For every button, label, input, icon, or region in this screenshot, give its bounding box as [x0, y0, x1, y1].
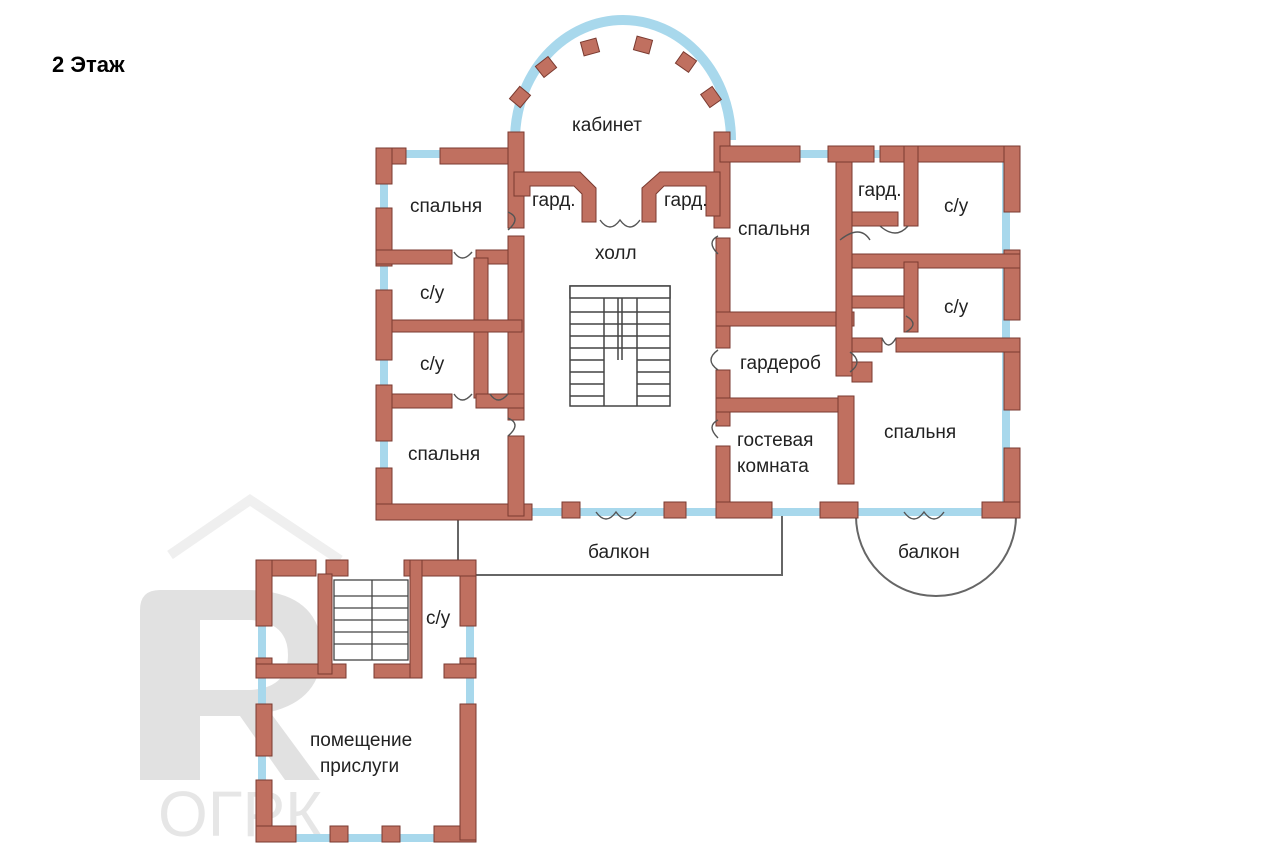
label-wc-w-top: с/у — [420, 283, 445, 304]
label-balcony-main: балкон — [588, 542, 650, 563]
label-hall: холл — [595, 243, 637, 264]
label-wc-ne-mid: с/у — [944, 297, 969, 318]
label-office: кабинет — [572, 115, 642, 136]
label-wardrobe-room: гардероб — [740, 353, 821, 374]
hall-staircase — [569, 285, 671, 407]
balcony-outlines — [457, 515, 1017, 597]
office-dome — [508, 15, 736, 141]
label-bedroom-se: спальня — [884, 422, 956, 443]
door-swings — [453, 211, 945, 520]
label-wc-w-mid: с/у — [420, 354, 445, 375]
label-wardrobe-ne: гард. — [858, 180, 902, 201]
label-wardrobe-e: гард. — [664, 190, 708, 211]
walls-main — [375, 131, 1021, 521]
floor-title: 2 Этаж — [52, 52, 125, 77]
label-bedroom-sw: спальня — [408, 444, 480, 465]
label-wardrobe-w: гард. — [532, 190, 576, 211]
label-balcony-east: балкон — [898, 542, 960, 563]
label-wc-annex: с/у — [426, 608, 451, 629]
label-guest-room-2: комната — [737, 456, 809, 477]
label-bedroom-ne: спальня — [738, 219, 810, 240]
label-wc-ne-top: с/у — [944, 196, 969, 217]
walls-annex — [255, 559, 477, 843]
label-guest-room-1: гостевая — [737, 430, 813, 451]
annex-staircase — [333, 579, 409, 661]
label-servants-2: прислуги — [320, 756, 399, 777]
label-servants-1: помещение — [310, 730, 412, 751]
room-labels: кабинет спальня гард. гард. холл спальня… — [310, 115, 969, 777]
label-bedroom-nw: спальня — [410, 196, 482, 217]
watermark-logo: ОГРК — [140, 493, 343, 850]
